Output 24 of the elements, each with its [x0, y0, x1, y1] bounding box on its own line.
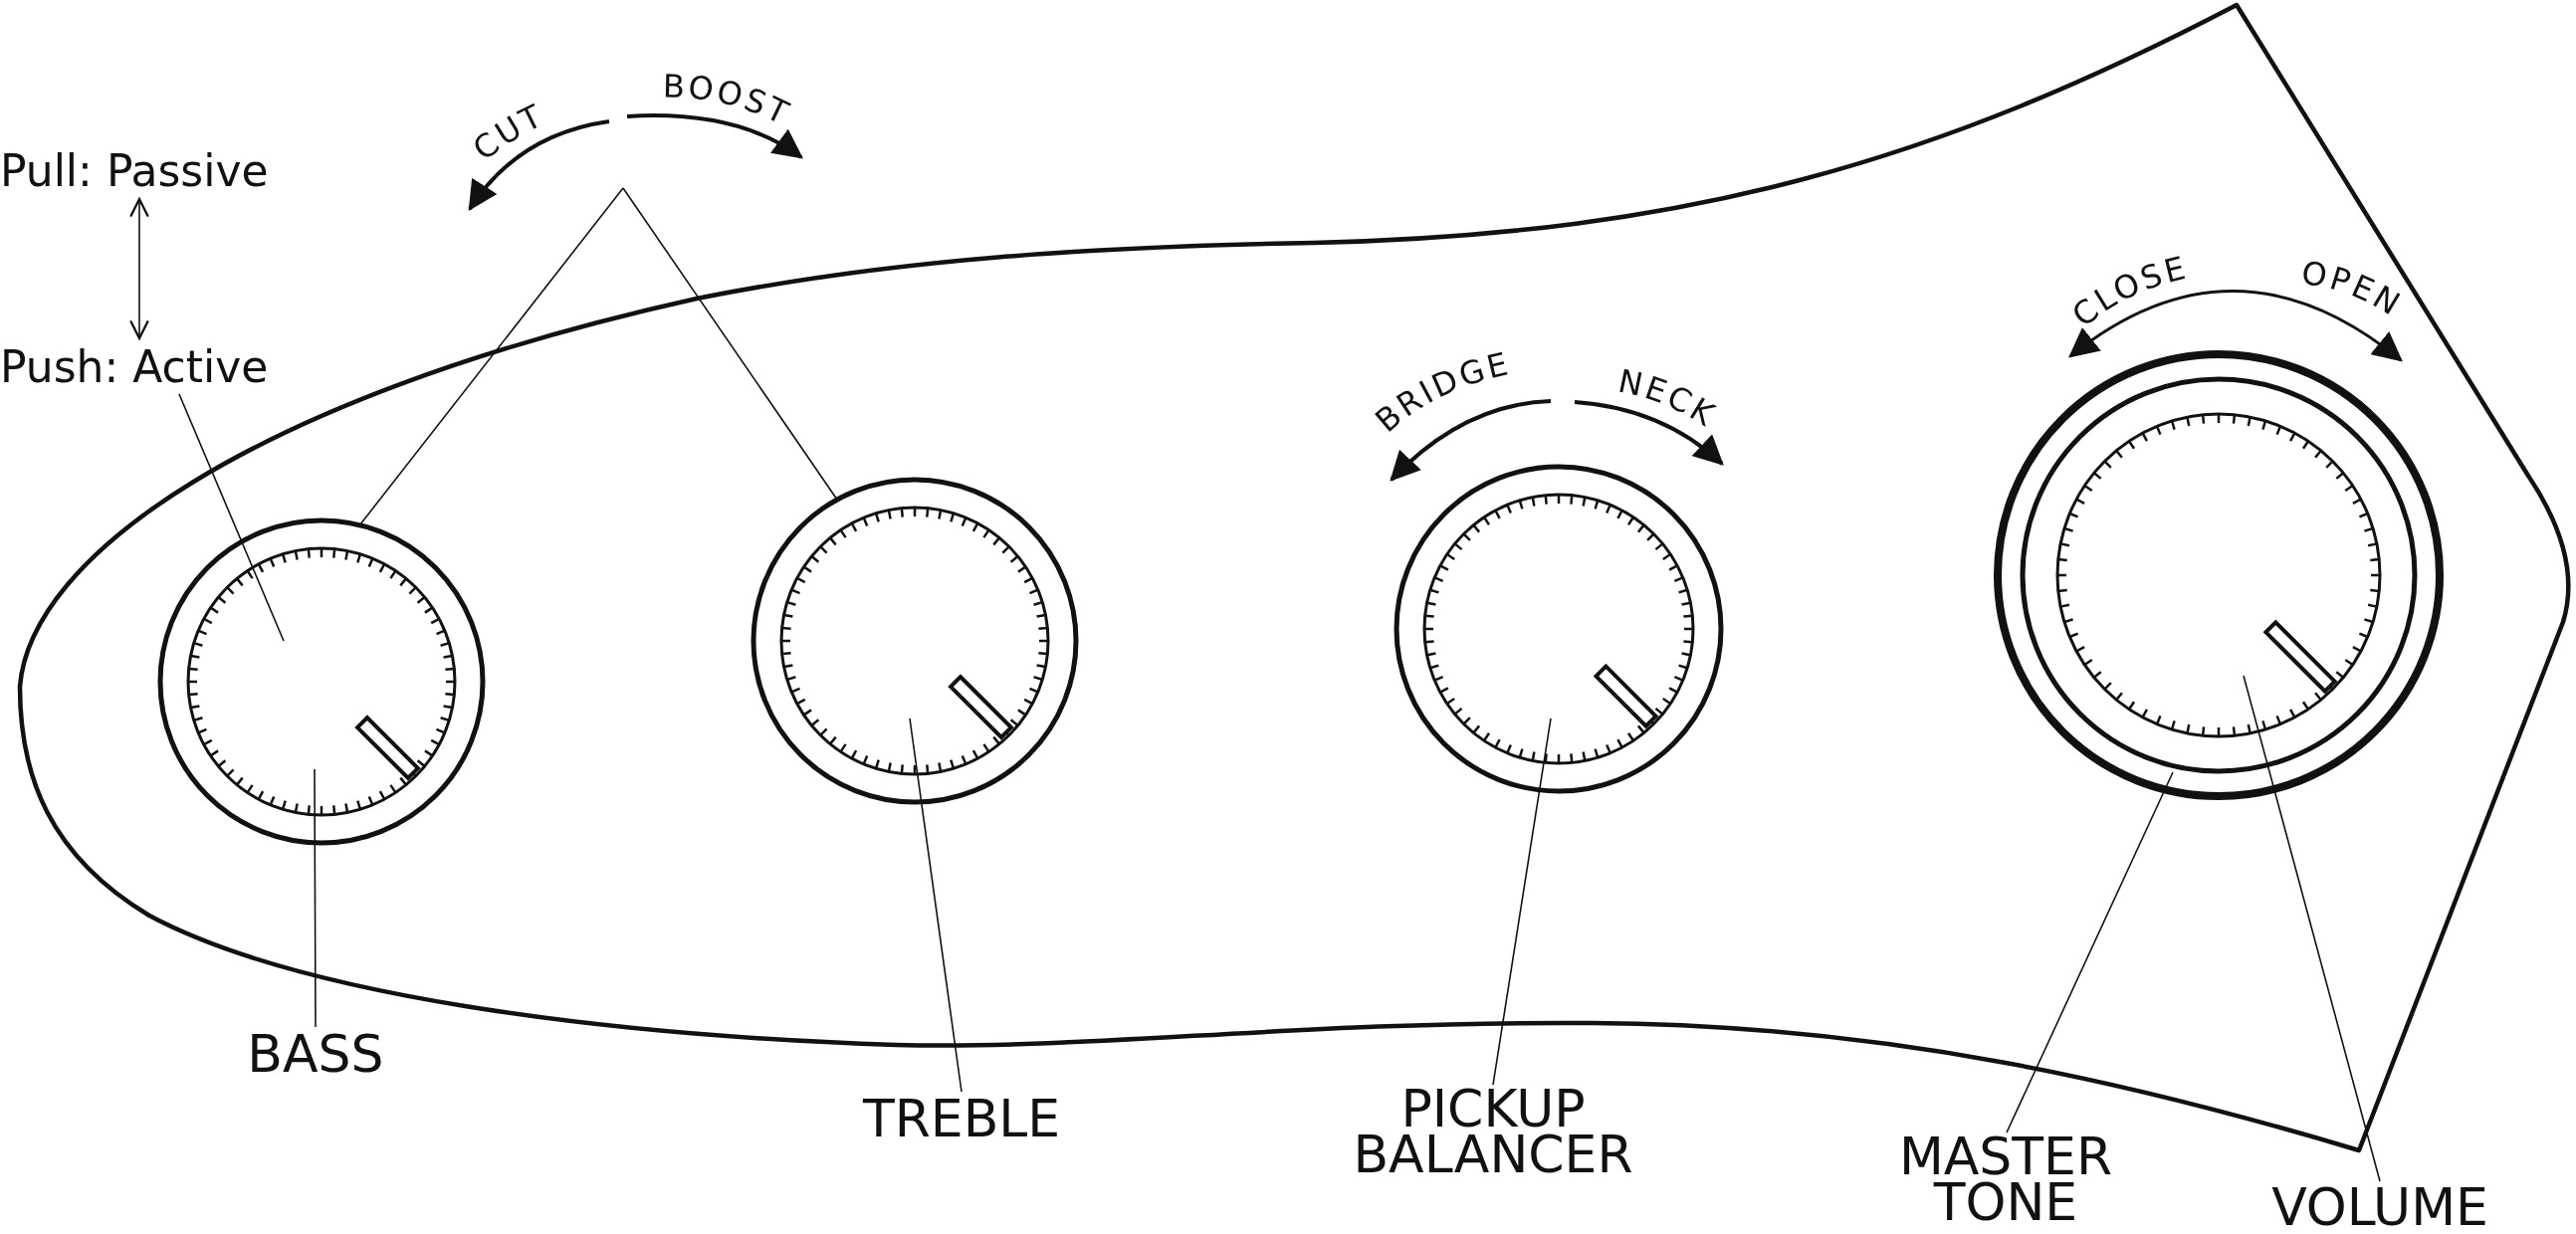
knob-label: MASTER TONE [1898, 1133, 2113, 1225]
leader-line [178, 393, 285, 642]
switch-mode-label: Pull: Passive [0, 145, 269, 197]
control-knob [157, 517, 486, 846]
dial-direction-label: BOOST [662, 67, 797, 133]
knob-label: PICKUP BALANCER [1353, 1086, 1633, 1177]
leader-line [622, 187, 838, 501]
leader-line [2006, 771, 2174, 1133]
leader-line [909, 718, 963, 1093]
leader-line [359, 187, 624, 525]
control-knob [1394, 464, 1724, 794]
switch-mode-label: Push: Active [0, 341, 269, 393]
dial-direction-label: CUT [466, 96, 550, 168]
double-arrow [129, 197, 149, 340]
knob-label: BASS [247, 1028, 384, 1080]
knob-label: VOLUME [2271, 1182, 2488, 1232]
dial-direction-label: OPEN [2298, 253, 2410, 324]
knob-label: TREBLE [862, 1093, 1061, 1144]
stacked-knob [1994, 350, 2444, 800]
leader-line [314, 768, 317, 1028]
control-knob [2020, 376, 2418, 774]
leader-line [1492, 718, 1552, 1086]
control-knob [751, 477, 1079, 805]
leader-line [2243, 675, 2381, 1182]
